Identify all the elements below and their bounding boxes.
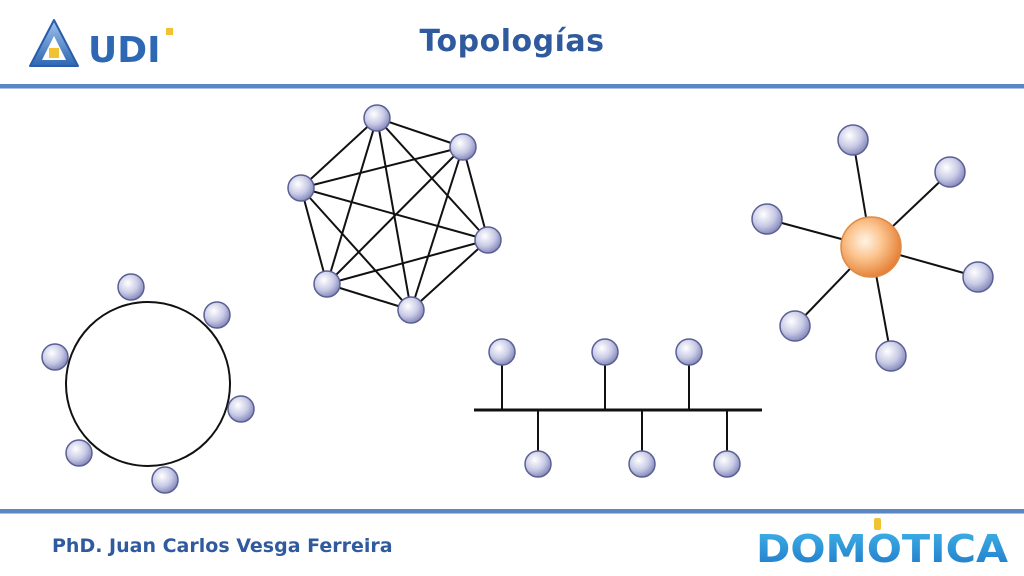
udi-logo: UDI — [29, 19, 173, 71]
mesh-node — [397, 296, 425, 324]
ring-link — [65, 301, 231, 467]
ring-node — [227, 395, 255, 423]
mesh-links — [300, 117, 489, 311]
star-hub — [840, 216, 902, 278]
domotica-logo: DOMOTICA — [756, 518, 1009, 571]
star-node — [779, 310, 811, 342]
domotica-logo-text: DOMOTICA — [756, 527, 1009, 571]
star-node — [962, 261, 994, 293]
star-node — [751, 203, 783, 235]
mesh-node — [287, 174, 315, 202]
star-node — [934, 156, 966, 188]
bus-node — [591, 338, 619, 366]
page-title: Topologías — [419, 24, 605, 59]
ring-node — [151, 466, 179, 494]
bus-node — [713, 450, 741, 478]
ring-node — [117, 273, 145, 301]
udi-logo-text: UDI — [88, 30, 161, 71]
bus-node — [675, 338, 703, 366]
mesh-node — [449, 133, 477, 161]
star-topology — [751, 124, 994, 372]
bus-node — [524, 450, 552, 478]
ring-node — [203, 301, 231, 329]
header-divider — [0, 84, 1024, 89]
star-node — [837, 124, 869, 156]
mesh-topology — [287, 104, 502, 324]
footer-author: PhD. Juan Carlos Vesga Ferreira — [52, 535, 393, 557]
mesh-node — [474, 226, 502, 254]
mesh-node — [363, 104, 391, 132]
bus-topology — [474, 338, 762, 478]
ring-topology — [41, 273, 255, 494]
bus-node — [488, 338, 516, 366]
ring-node — [65, 439, 93, 467]
power-icon — [874, 518, 881, 530]
ring-node — [41, 343, 69, 371]
bus-node — [628, 450, 656, 478]
star-node — [875, 340, 907, 372]
footer-divider — [0, 509, 1024, 514]
mesh-node — [313, 270, 341, 298]
